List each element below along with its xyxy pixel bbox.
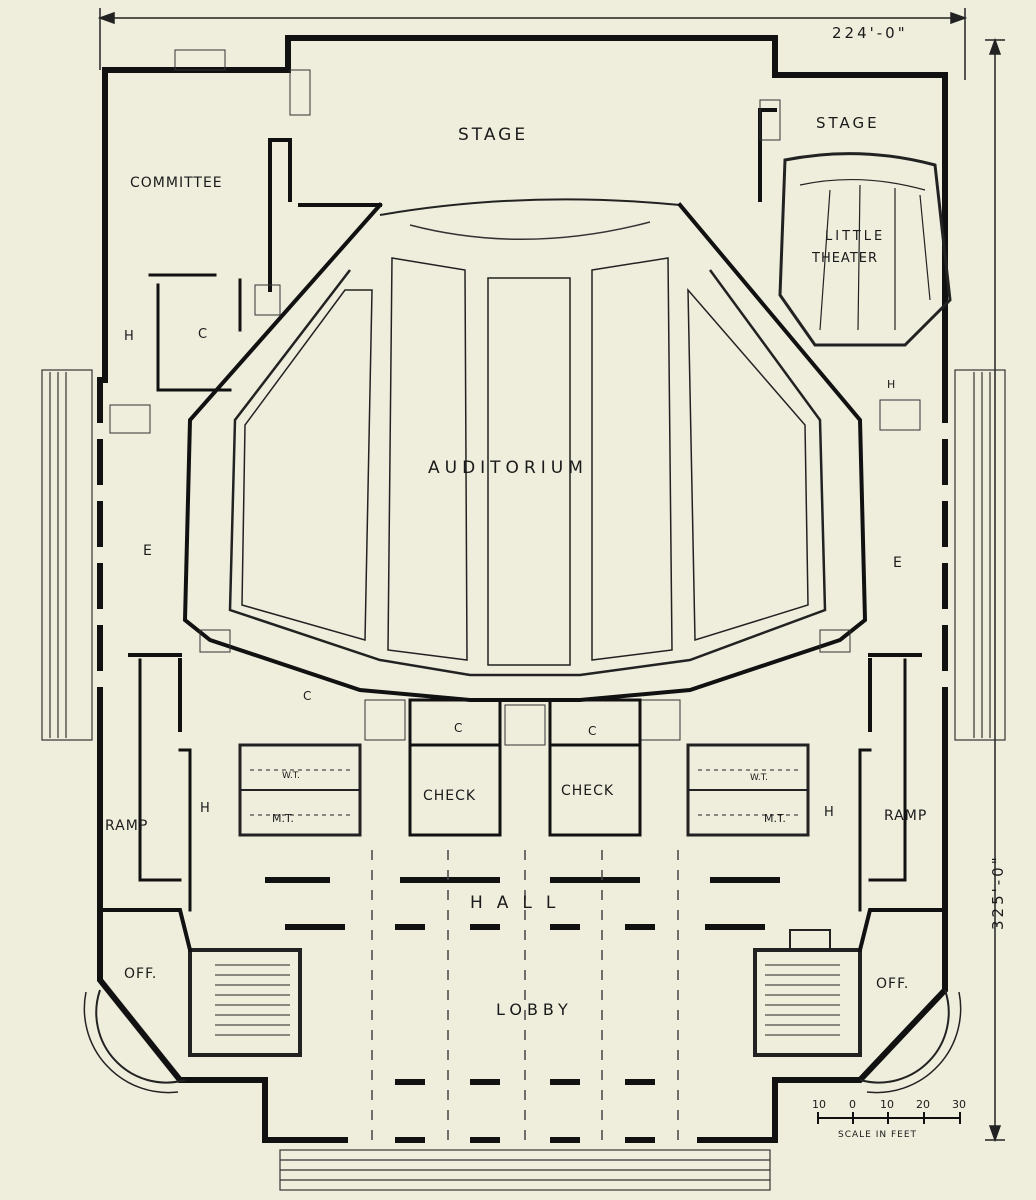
little-theater-label-1: LITTLE bbox=[825, 229, 885, 244]
mt-right-label: M.T. bbox=[764, 812, 786, 825]
e-left-label: E bbox=[143, 543, 155, 559]
c-left-top-label: C bbox=[198, 327, 210, 342]
check-rooms bbox=[408, 698, 642, 837]
auditorium-corridor bbox=[182, 202, 868, 702]
mt-left-label: M.T. bbox=[272, 812, 294, 825]
outer-walls bbox=[97, 35, 948, 1143]
scale-tick-3: 20 bbox=[916, 1098, 930, 1111]
front-steps bbox=[279, 1149, 771, 1191]
ramp-right-label: RAMP bbox=[884, 808, 927, 824]
scale-tick-2: 10 bbox=[880, 1098, 894, 1111]
foyer-walls bbox=[128, 653, 922, 732]
c-check-left-label: C bbox=[454, 721, 465, 735]
office-walls bbox=[103, 908, 942, 953]
office-bays bbox=[83, 989, 962, 1094]
lobby-pier-rows bbox=[395, 1079, 655, 1143]
scale-caption: SCALE IN FEET bbox=[838, 1130, 917, 1140]
auditorium-label: AUDITORIUM bbox=[428, 458, 588, 478]
check-right-label: CHECK bbox=[561, 783, 614, 799]
stage-little-label: STAGE bbox=[816, 114, 880, 132]
scale-tick-0: 10 bbox=[812, 1098, 826, 1111]
auditorium-inner-wall bbox=[228, 269, 827, 677]
ramps bbox=[138, 658, 907, 912]
width-dimension-line bbox=[97, 8, 968, 80]
check-left-label: CHECK bbox=[423, 788, 476, 804]
c-check-right-label: C bbox=[588, 724, 599, 738]
little-theater-label-2: THEATER bbox=[811, 251, 878, 266]
ramp-left-label: RAMP bbox=[105, 818, 148, 834]
hall-label: HALL bbox=[470, 893, 569, 913]
h-right-lower-label: H bbox=[824, 805, 837, 820]
stairs bbox=[109, 49, 921, 746]
off-right-label: OFF. bbox=[876, 976, 909, 992]
scale-bar bbox=[817, 1112, 961, 1124]
little-theater bbox=[778, 152, 952, 347]
wt-left-label: W.T. bbox=[282, 771, 300, 781]
h-left-top-label: H bbox=[124, 329, 137, 344]
side-steps bbox=[41, 369, 1006, 741]
lobby-label: LOBBY bbox=[496, 1000, 573, 1019]
stage-main-label: STAGE bbox=[458, 125, 528, 145]
lobby-stairs bbox=[188, 929, 862, 1057]
seating-blocks bbox=[241, 257, 809, 666]
scale-tick-4: 30 bbox=[952, 1098, 966, 1111]
c-left-lower-label: C bbox=[303, 689, 314, 703]
hall-pier-row bbox=[265, 877, 780, 930]
committee-label: COMMITTEE bbox=[130, 175, 223, 191]
e-right-label: E bbox=[893, 555, 905, 571]
toilet-rooms bbox=[238, 743, 810, 837]
depth-dimension-line bbox=[985, 37, 1005, 1143]
width-dimension-label: 224'-0" bbox=[832, 24, 908, 42]
proscenium-arc bbox=[379, 198, 681, 216]
h-right-top-label: H bbox=[887, 378, 898, 391]
grid-dashes bbox=[371, 850, 679, 1150]
committee-walls bbox=[148, 273, 242, 392]
scale-tick-1: 0 bbox=[849, 1098, 856, 1111]
stage-apron bbox=[409, 221, 651, 240]
off-left-label: OFF. bbox=[124, 966, 157, 982]
depth-dimension-label: 325'-0" bbox=[989, 854, 1007, 930]
h-left-lower-label: H bbox=[200, 801, 213, 816]
wt-right-label: W.T. bbox=[750, 773, 768, 783]
